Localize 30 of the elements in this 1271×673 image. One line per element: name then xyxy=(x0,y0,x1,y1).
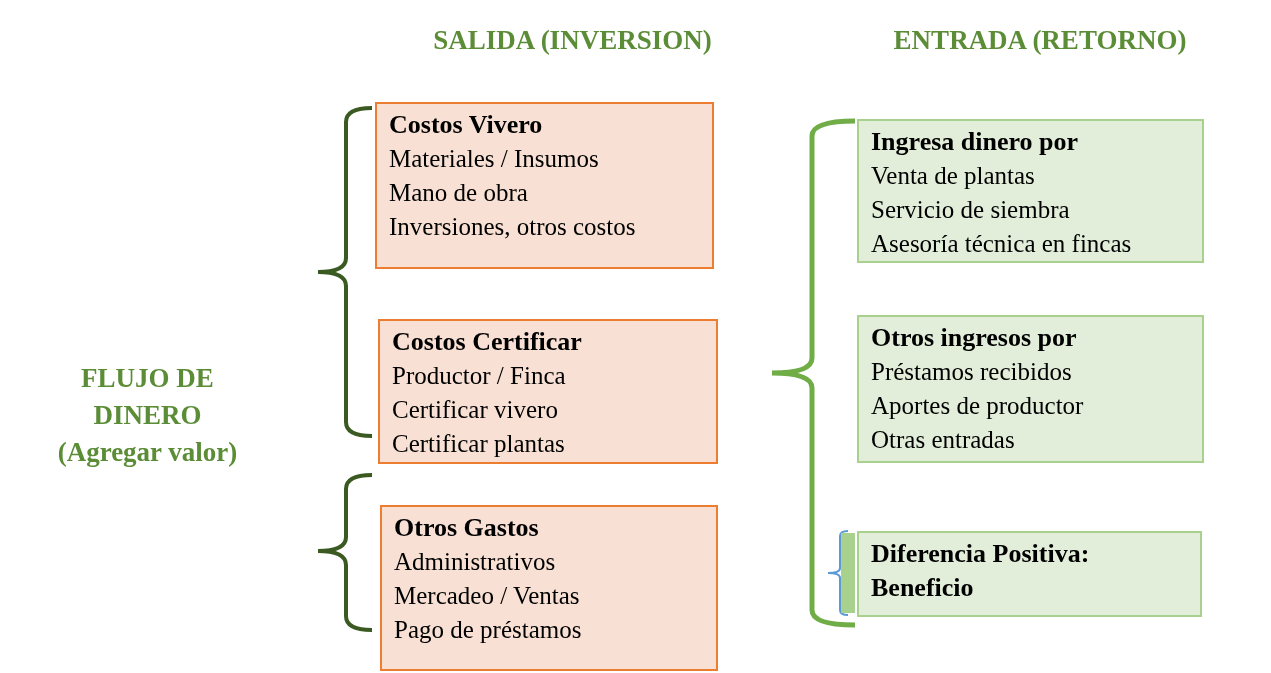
list-item: Otras entradas xyxy=(871,425,1016,455)
list-item: Préstamos recibidos xyxy=(871,357,1073,387)
list-item: Venta de plantas xyxy=(871,161,1036,191)
text-box xyxy=(380,505,718,671)
text-box xyxy=(378,319,718,464)
box-heading: Costos Vivero xyxy=(389,109,544,141)
list-item: Pago de préstamos xyxy=(394,615,583,645)
list-item: Servicio de siembra xyxy=(871,195,1071,225)
list-item: Asesoría técnica en fincas xyxy=(871,229,1133,259)
text-box xyxy=(375,102,714,269)
list-item: Certificar plantas xyxy=(392,429,566,459)
list-item: Aportes de productor xyxy=(871,391,1085,421)
text-box xyxy=(857,315,1204,463)
text-box xyxy=(857,119,1204,263)
box-heading: Ingresa dinero por xyxy=(871,126,1080,158)
box-heading: Diferencia Positiva: Beneficio xyxy=(871,538,1091,604)
list-item: Mercadeo / Ventas xyxy=(394,581,581,611)
text-box xyxy=(857,531,1202,617)
box-heading: Costos Certificar xyxy=(392,326,583,358)
box-heading: Otros ingresos por xyxy=(871,322,1078,354)
heading-label: ENTRADA (RETORNO) xyxy=(892,24,1188,57)
list-item: Productor / Finca xyxy=(392,361,567,391)
list-item: Inversiones, otros costos xyxy=(389,212,637,242)
box-heading: Otros Gastos xyxy=(394,512,540,544)
heading-label: SALIDA (INVERSION) xyxy=(432,24,713,57)
list-item: Administrativos xyxy=(394,547,557,577)
list-item: Certificar vivero xyxy=(392,395,559,425)
heading-label: FLUJO DE DINERO (Agregar valor) xyxy=(56,362,239,469)
list-item: Mano de obra xyxy=(389,178,529,208)
list-item: Materiales / Insumos xyxy=(389,144,600,174)
